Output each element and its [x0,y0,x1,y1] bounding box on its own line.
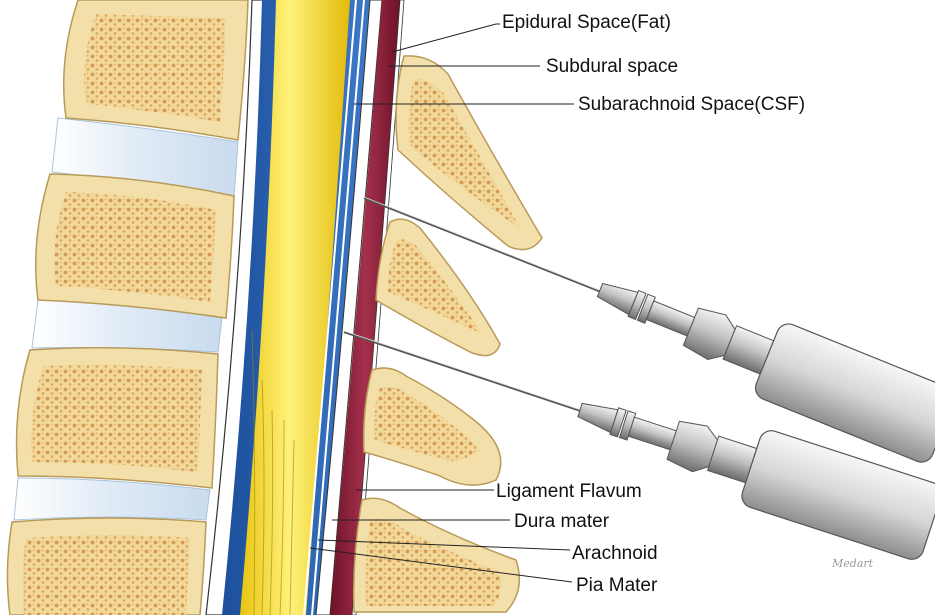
label-subarachnoid-space: Subarachnoid Space(CSF) [578,94,805,115]
vertebral-body-pores [84,14,226,122]
label-dura-mater: Dura mater [514,511,610,532]
vertebral-body-pores [31,365,202,472]
leader-epidural-space [392,24,500,52]
vertebral-body-pores [22,535,190,615]
vertebral-body-pores [54,192,216,302]
label-ligament-flavum: Ligament Flavum [496,481,642,502]
artist-signature: Medart [831,557,874,570]
label-arachnoid: Arachnoid [572,543,658,564]
label-subdural-space: Subdural space [546,56,678,77]
label-pia-mater: Pia Mater [576,575,658,596]
label-epidural-space: Epidural Space(Fat) [502,12,671,33]
